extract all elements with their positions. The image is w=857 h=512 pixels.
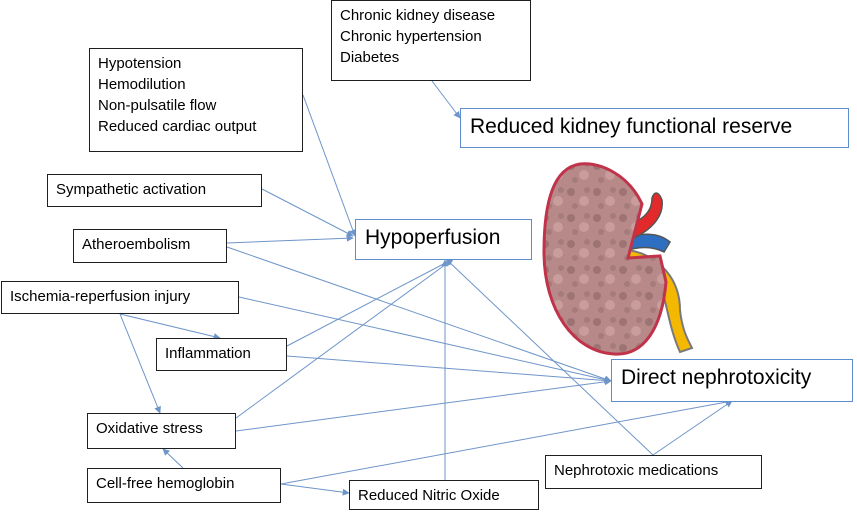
risk-factor-ckd: Chronic kidney disease bbox=[340, 7, 496, 24]
ischemia-box: Ischemia-reperfusion injury bbox=[1, 281, 239, 314]
arrow-hemoglobin-to-no bbox=[280, 483, 350, 496]
inflammation-box: Inflammation bbox=[156, 338, 287, 371]
hemodynamic-box: Hypotension Hemodilution Non-pulsatile f… bbox=[89, 48, 303, 152]
oxidative-stress-box: Oxidative stress bbox=[87, 413, 236, 449]
reduced-nitric-oxide-box: Reduced Nitric Oxide bbox=[349, 480, 539, 510]
arrow-inflammation-to-nephrotoxicity bbox=[286, 355, 612, 385]
arrow-medications-to-hypoperfusion bbox=[445, 258, 654, 456]
arrow-sympathetic-to-hypoperfusion bbox=[261, 188, 354, 237]
reduced-nitric-oxide-label: Reduced Nitric Oxide bbox=[358, 487, 500, 504]
arrow-ischemia-to-inflammation bbox=[119, 313, 221, 340]
nephrotoxic-medications-label: Nephrotoxic medications bbox=[554, 462, 719, 479]
hemodynamic-hemodilution: Hemodilution bbox=[98, 76, 186, 93]
ischemia-label: Ischemia-reperfusion injury bbox=[10, 288, 191, 305]
direct-nephrotoxicity-box: Direct nephrotoxicity bbox=[611, 359, 853, 402]
oxidative-stress-label: Oxidative stress bbox=[96, 420, 203, 437]
reduced-reserve-box: Reduced kidney functional reserve bbox=[460, 108, 849, 148]
hypoperfusion-label: Hypoperfusion bbox=[365, 226, 501, 249]
cell-free-hemoglobin-label: Cell-free hemoglobin bbox=[96, 475, 235, 492]
cell-free-hemoglobin-box: Cell-free hemoglobin bbox=[87, 468, 281, 503]
arrow-oxidative-to-hypoperfusion bbox=[235, 258, 454, 419]
reduced-reserve-label: Reduced kidney functional reserve bbox=[470, 115, 793, 138]
arrow-hemoglobin-to-oxidative bbox=[162, 448, 184, 469]
arrow-atheroembolism-to-nephrotoxicity bbox=[226, 246, 612, 383]
inflammation-label: Inflammation bbox=[165, 345, 251, 362]
arrow-hemoglobin-to-nephrotoxicity bbox=[280, 398, 733, 485]
kidney-icon bbox=[542, 162, 694, 356]
arrow-ischemia-to-oxidative bbox=[119, 313, 161, 414]
arrow-atheroembolism-to-hypoperfusion bbox=[226, 234, 354, 244]
nephrotoxic-medications-box: Nephrotoxic medications bbox=[545, 455, 762, 489]
hemodynamic-reduced-cardiac-output: Reduced cardiac output bbox=[98, 118, 257, 135]
hypoperfusion-box: Hypoperfusion bbox=[355, 219, 532, 260]
arrow-ischemia-to-nephrotoxicity bbox=[238, 296, 612, 384]
risk-factor-hypertension: Chronic hypertension bbox=[340, 28, 482, 45]
arrow-risk-to-reserve bbox=[431, 80, 461, 119]
atheroembolism-box: Atheroembolism bbox=[73, 229, 227, 263]
arrow-hemodynamic-to-hypoperfusion bbox=[302, 94, 357, 237]
arrow-medications-to-nephrotoxicity bbox=[652, 400, 733, 456]
sympathetic-box: Sympathetic activation bbox=[47, 174, 262, 207]
arrow-inflammation-to-hypoperfusion bbox=[286, 258, 454, 347]
sympathetic-label: Sympathetic activation bbox=[56, 181, 207, 198]
direct-nephrotoxicity-label: Direct nephrotoxicity bbox=[621, 366, 812, 389]
atheroembolism-label: Atheroembolism bbox=[82, 236, 191, 253]
arrow-oxidative-to-nephrotoxicity bbox=[235, 378, 612, 432]
risk-factor-diabetes: Diabetes bbox=[340, 49, 400, 66]
hemodynamic-non-pulsatile-flow: Non-pulsatile flow bbox=[98, 97, 217, 114]
hemodynamic-hypotension: Hypotension bbox=[98, 55, 182, 72]
kidney-body-shape bbox=[542, 162, 668, 356]
risk-factors-box: Chronic kidney disease Chronic hypertens… bbox=[331, 0, 531, 81]
